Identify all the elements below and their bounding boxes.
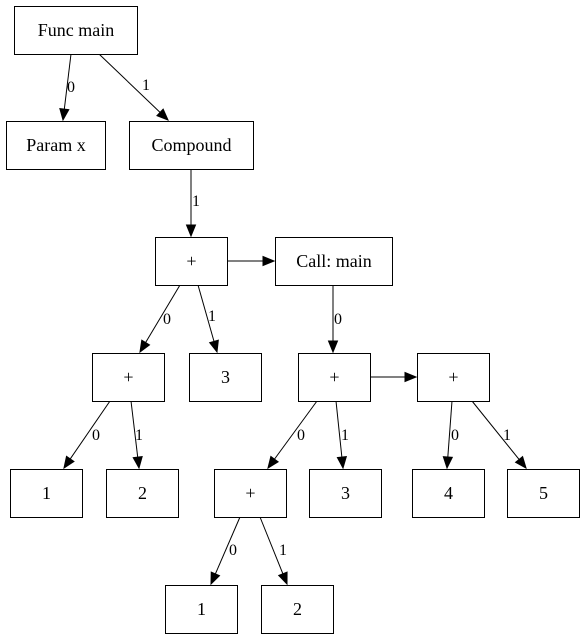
edge-plus-e-two-b xyxy=(259,516,284,574)
node-four: 4 xyxy=(412,469,485,518)
node-box xyxy=(417,353,490,402)
node-func-main: Func main xyxy=(14,6,138,55)
edge-plus-d-four xyxy=(447,400,453,458)
node-label: 3 xyxy=(341,483,350,503)
edge-plus-e-one-b xyxy=(214,516,241,575)
edge-label-plus-b-two-a: 1 xyxy=(135,427,143,444)
arrowhead-icon xyxy=(208,339,219,354)
edge-plus-b-one-a xyxy=(69,400,111,460)
node-label: 3 xyxy=(221,367,230,387)
node-box xyxy=(14,6,138,55)
node-compound: Compound xyxy=(129,121,254,170)
edge-label-plus-c-plus-e: 0 xyxy=(297,427,305,444)
node-box xyxy=(309,469,382,518)
node-box xyxy=(275,237,393,286)
node-three-a: 3 xyxy=(189,353,262,402)
edge-label-plus-a-plus-b: 0 xyxy=(163,311,171,328)
node-label: 2 xyxy=(138,483,147,503)
node-two-b: 2 xyxy=(261,585,334,634)
node-label: + xyxy=(245,483,255,503)
edge-plus-b-two-a xyxy=(130,400,139,458)
edge-label-call-main-plus-c: 0 xyxy=(334,311,342,328)
arrowhead-icon xyxy=(210,571,221,586)
arrowhead-icon xyxy=(267,455,280,470)
node-box xyxy=(155,237,228,286)
edge-label-compound-plus-a: 1 xyxy=(192,193,200,210)
node-label: Param x xyxy=(26,135,85,155)
edge-label-plus-b-one-a: 0 xyxy=(92,427,100,444)
node-label: 5 xyxy=(539,483,548,503)
node-param-x: Param x xyxy=(6,121,106,170)
node-label: + xyxy=(186,251,196,271)
node-one-b: 1 xyxy=(165,585,238,634)
node-label: + xyxy=(329,367,339,387)
node-label: 4 xyxy=(444,483,453,503)
node-label: + xyxy=(123,367,133,387)
arrowhead-icon xyxy=(327,340,339,354)
arrowhead-icon xyxy=(404,371,418,383)
node-call-main: Call: main xyxy=(275,237,393,286)
arrowhead-icon xyxy=(63,455,75,470)
node-label: 1 xyxy=(197,599,206,619)
node-box xyxy=(261,585,334,634)
edge-plus-a-three-a xyxy=(197,284,215,342)
node-label: Func main xyxy=(38,20,115,40)
arrowhead-icon xyxy=(185,224,197,238)
node-box xyxy=(298,353,371,402)
edge-label-plus-c-three-b: 1 xyxy=(341,427,349,444)
arrowhead-icon xyxy=(514,455,527,470)
node-plus-a: + xyxy=(155,237,228,286)
node-box xyxy=(92,353,165,402)
edge-label-plus-d-five: 1 xyxy=(503,427,511,444)
arrowhead-icon xyxy=(132,455,143,470)
node-box xyxy=(214,469,287,518)
arrowhead-icon xyxy=(59,107,70,122)
arrowhead-icon xyxy=(277,571,288,586)
edge-func-main-param-x xyxy=(63,53,72,110)
node-five: 5 xyxy=(507,469,580,518)
edge-label-func-main-compound: 1 xyxy=(142,77,150,94)
edge-label-plus-a-three-a: 1 xyxy=(208,308,216,325)
node-label: Compound xyxy=(151,135,231,155)
node-label: 2 xyxy=(293,599,302,619)
node-box xyxy=(6,121,106,170)
node-label: + xyxy=(448,367,458,387)
arrowhead-icon xyxy=(442,456,454,470)
arrowhead-icon xyxy=(156,108,169,121)
arrowhead-icon xyxy=(336,456,348,470)
edge-plus-c-three-b xyxy=(335,400,343,458)
edge-label-plus-e-two-b: 1 xyxy=(279,542,287,559)
arrowhead-icon xyxy=(139,339,151,354)
node-one-a: 1 xyxy=(10,469,83,518)
edge-label-plus-d-four: 0 xyxy=(451,427,459,444)
node-box xyxy=(10,469,83,518)
node-plus-d: + xyxy=(417,353,490,402)
arrowhead-icon xyxy=(262,255,276,267)
edge-plus-c-plus-e xyxy=(274,400,318,460)
edge-plus-d-five xyxy=(471,400,520,460)
edge-label-plus-e-one-b: 0 xyxy=(229,542,237,559)
node-two-a: 2 xyxy=(106,469,179,518)
node-plus-c: + xyxy=(298,353,371,402)
node-label: Call: main xyxy=(296,251,372,271)
edge-label-func-main-param-x: 0 xyxy=(67,79,75,96)
node-three-b: 3 xyxy=(309,469,382,518)
node-box xyxy=(412,469,485,518)
node-plus-e: + xyxy=(214,469,287,518)
node-box xyxy=(165,585,238,634)
node-box xyxy=(189,353,262,402)
node-box xyxy=(106,469,179,518)
node-box xyxy=(507,469,580,518)
node-plus-b: + xyxy=(92,353,165,402)
edge-func-main-compound xyxy=(98,53,161,113)
edge-plus-a-plus-b xyxy=(145,284,181,343)
node-label: 1 xyxy=(42,483,51,503)
node-box xyxy=(129,121,254,170)
